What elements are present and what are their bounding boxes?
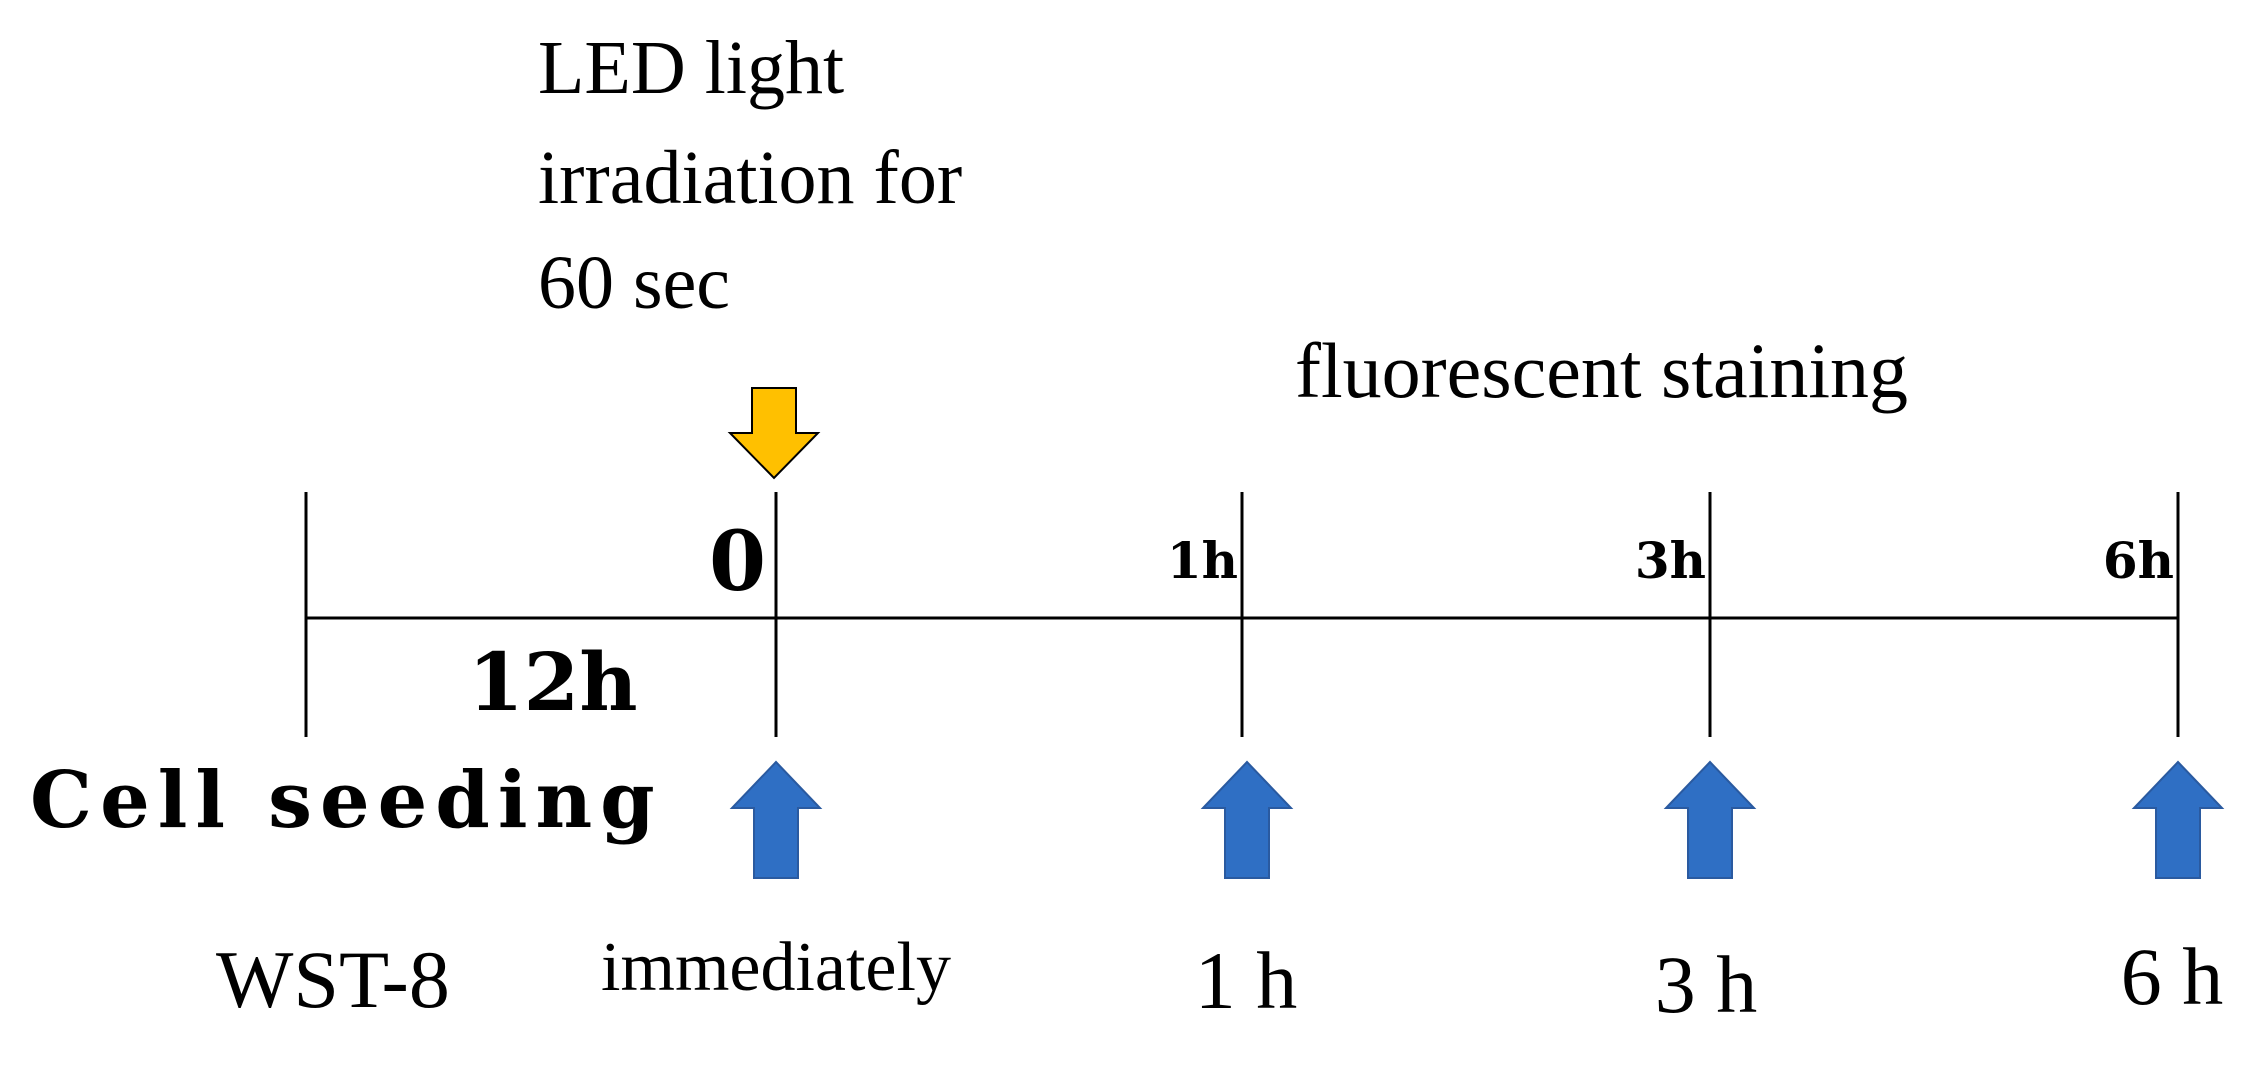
tick-label-3h: 3h [1635, 531, 1706, 590]
measure-arrow-icon-3h [1663, 760, 1757, 879]
cell-seeding-label: Cell seeding [30, 755, 663, 846]
tick-label-1h: 1h [1167, 531, 1238, 590]
wst8-label: WST-8 [216, 934, 450, 1025]
led-label-line3: 60 sec [538, 241, 730, 325]
led-label-line2: irradiation for [538, 136, 962, 220]
measurement-label-3h: 3 h [1655, 939, 1758, 1030]
seeding-interval-label: 12h [468, 635, 638, 729]
measurement-label-immediately: immediately [601, 929, 951, 1006]
led-arrow-icon [727, 387, 821, 480]
measure-arrow-icon-6h [2131, 760, 2225, 879]
measure-arrow-icon-1h [1200, 760, 1294, 879]
measurement-label-6h: 6 h [2121, 931, 2224, 1022]
tick-label-6h: 6h [2103, 531, 2174, 590]
measure-arrow-icon-0 [729, 760, 823, 879]
tick-label-0: 0 [709, 514, 766, 610]
led-label-line1: LED light [538, 26, 844, 110]
measurement-label-1h: 1 h [1195, 935, 1298, 1026]
fluorescent-staining-label: fluorescent staining [1295, 327, 1908, 414]
